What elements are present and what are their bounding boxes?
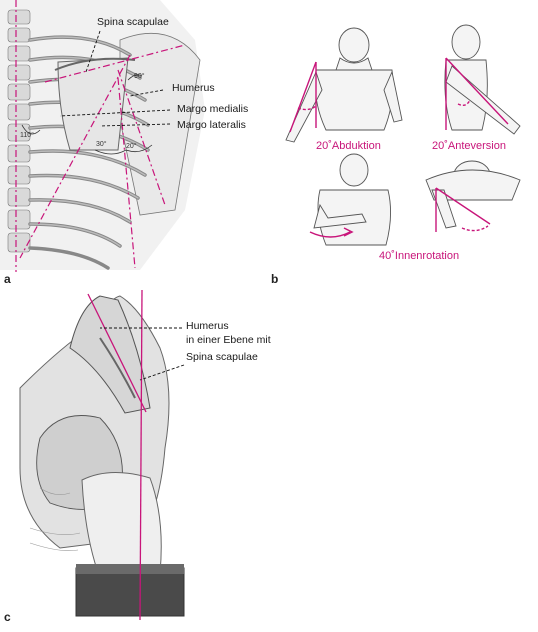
caption-innenrotation: 40˚Innenrotation [379, 250, 460, 262]
figure-anteversion [444, 24, 521, 135]
angle-30: 30° [96, 140, 107, 148]
label-c-humerus: Humerus [186, 320, 229, 332]
label-spina-scapulae: Spina scapulae [97, 16, 169, 28]
panel-c-illustration [19, 289, 185, 621]
label-c-ebene: in einer Ebene mit [186, 334, 271, 346]
caption-anteversion: 20˚Anteversion [432, 140, 506, 152]
caption-abduktion: 20˚Abduktion [316, 140, 381, 152]
label-margo-medialis: Margo medialis [177, 103, 249, 115]
figure-innenrotation-front [313, 153, 391, 246]
spine-vertebrae [7, 9, 31, 253]
support-block [75, 567, 185, 617]
angle-20: 20° [126, 142, 137, 150]
label-humerus: Humerus [172, 82, 215, 94]
panel-letter-b: b [271, 272, 279, 286]
scapula [57, 57, 129, 151]
panel-a: 90° 110° 30° 20° Spina scapulae Humerus … [0, 0, 250, 280]
figure-abduktion [285, 27, 403, 143]
angle-90: 90° [134, 72, 145, 80]
panel-c: Humerus in einer Ebene mit Spina scapula… [0, 288, 300, 627]
angle-110: 110° [20, 131, 34, 139]
label-c-spina: Spina scapulae [186, 351, 258, 363]
panel-b-illustration [285, 24, 521, 246]
panel-b: 20˚Abduktion 20˚Anteversion 40˚Innenrota… [276, 0, 538, 280]
label-margo-lateralis: Margo lateralis [177, 119, 246, 131]
panel-a-illustration: 90° 110° 30° 20° [0, 0, 205, 272]
panel-letter-a: a [4, 272, 11, 286]
panel-letter-c: c [4, 610, 11, 624]
reference-lines [15, 0, 186, 272]
figure-innenrotation-top [425, 160, 521, 229]
